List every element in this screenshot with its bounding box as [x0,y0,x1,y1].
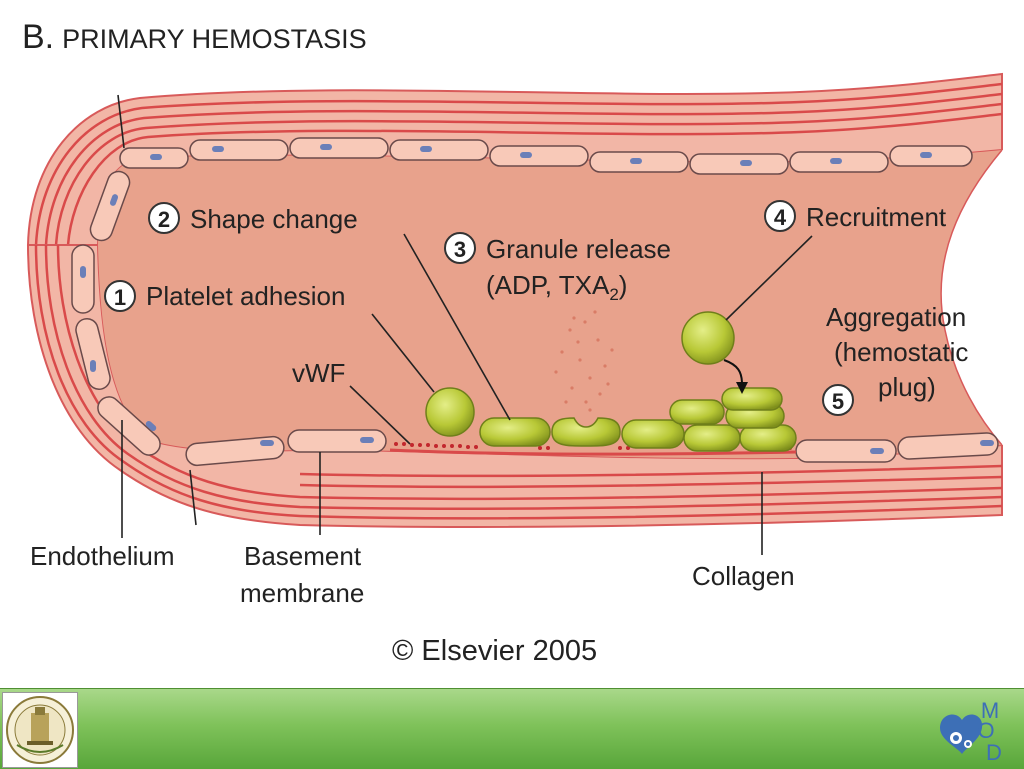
endothelium-nuclei-top [150,144,932,166]
endothelium-label: Endothelium [30,541,175,571]
mod-letter-d: D [986,740,1002,762]
step-5-label-line3: plug) [878,372,936,402]
copyright-text: © Elsevier 2005 [392,635,597,667]
step-4-badge [764,200,796,232]
platelet-releasing [551,417,621,447]
university-seal-logo [2,692,78,768]
basement-membrane-label-2: membrane [240,578,364,608]
platelet-spherical [425,387,475,437]
step-3-number: 3 [454,237,466,262]
step-1-label: Platelet adhesion [146,281,345,311]
step-5-label-line1: Aggregation [826,302,966,332]
step-4-number: 4 [774,205,787,230]
step-1-number: 1 [114,285,126,310]
wall-stripes-bottom [34,244,1003,520]
platelets [425,311,797,452]
step-5-label-line2: (hemostatic [834,337,968,367]
collagen-label: Collagen [692,561,795,591]
wall-stripes-top [34,82,1003,246]
step-3-sublabel: (ADP, TXA2) [486,270,627,304]
vwf-label: vWF [292,358,345,388]
step-3-badge [444,232,476,264]
granule-release-dots [554,310,614,412]
basement-membrane-label-1: Basement [244,541,362,571]
collagen-fibers [389,448,797,456]
mod-letter-m: M [981,698,999,723]
footer-bar [0,688,1024,769]
platelet-recruited [681,311,735,365]
diagram-title: B.PRIMARY HEMOSTASIS [22,18,367,56]
endothelium-cells-left [71,170,161,456]
step-3-label: Granule release [486,234,671,264]
leader-lines [117,94,813,555]
recruitment-arrow [723,359,743,385]
platelet-flattened [479,417,551,447]
step-2-number: 2 [158,207,170,232]
endothelium-nuclei-bottom [260,437,994,454]
endothelium-nuclei-left [80,194,157,432]
step-5-badge [822,384,854,416]
mod-logo: M O D [936,698,1010,765]
step-2-label: Shape change [190,204,358,234]
step-5-number: 5 [832,389,844,414]
endothelium-cells-bottom [185,429,999,467]
hemostasis-diagram: B.PRIMARY HEMOSTASIS [22,18,1024,667]
step-1-badge [104,280,136,312]
step-4-label: Recruitment [806,202,947,232]
vessel-opening [941,150,1024,445]
step-2-badge [148,202,180,234]
mod-letter-o: O [977,718,994,743]
